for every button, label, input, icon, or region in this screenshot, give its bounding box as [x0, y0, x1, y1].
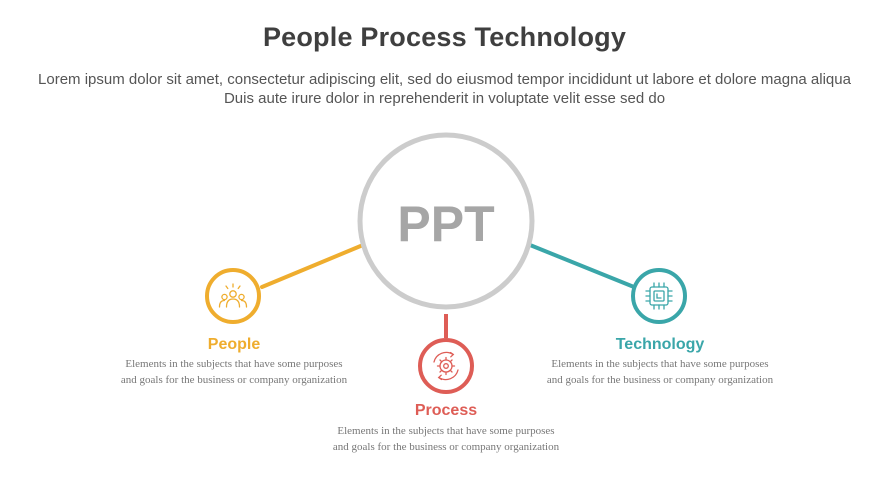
connector-technology [528, 243, 636, 289]
process-label: Process [414, 402, 478, 419]
center-label: PPT [397, 196, 494, 252]
page-subtitle: Lorem ipsum dolor sit amet, consectetur … [38, 71, 851, 107]
connector-people [260, 243, 365, 289]
technology-node [631, 268, 687, 324]
process-description: Elements in the subjects that have some … [332, 425, 560, 453]
people-icon [218, 283, 248, 308]
chip-icon [645, 282, 673, 310]
center-circle [357, 132, 535, 310]
people-node [205, 268, 261, 324]
people-label: People [207, 336, 261, 353]
people-description: Elements in the subjects that have some … [120, 358, 348, 386]
technology-label: Technology [615, 336, 705, 353]
gear-cycle-icon [433, 351, 459, 381]
process-node [418, 338, 474, 394]
technology-description: Elements in the subjects that have some … [546, 358, 774, 386]
page-title: People Process Technology [262, 22, 627, 52]
